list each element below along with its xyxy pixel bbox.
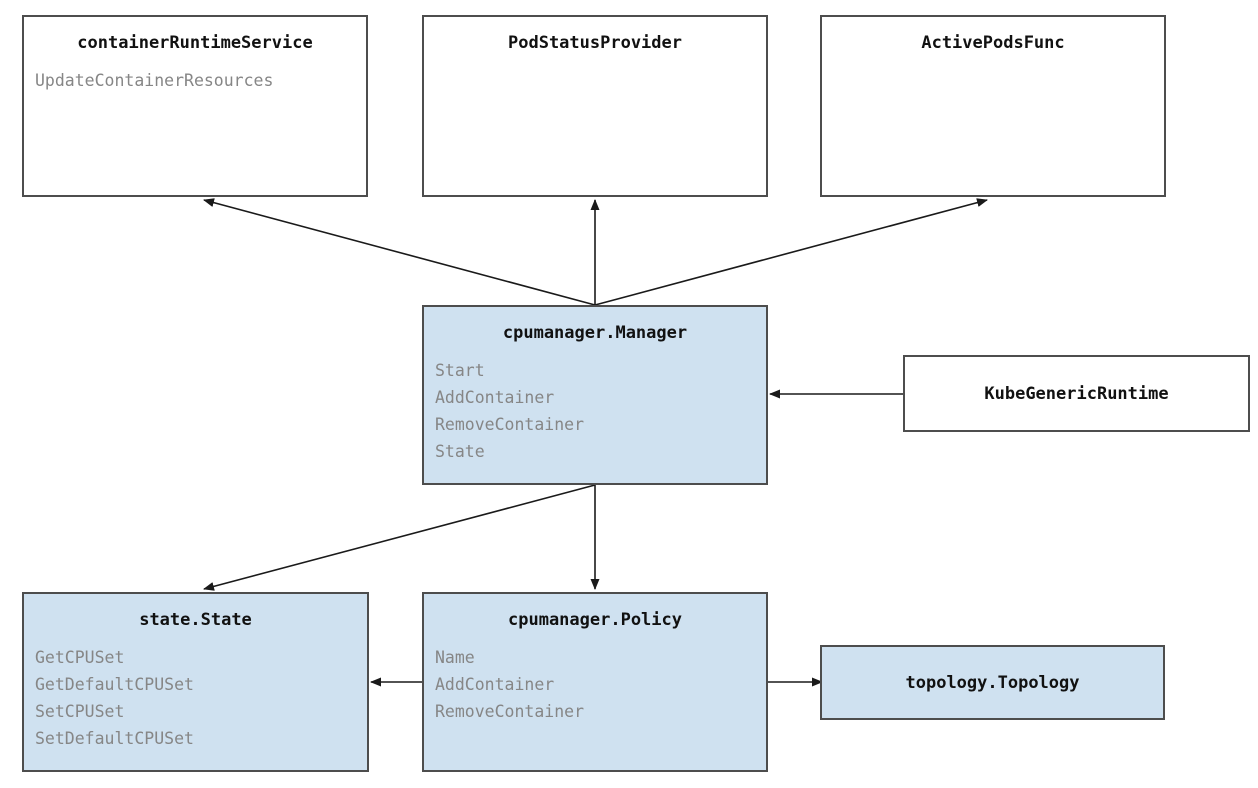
edge-manager-to-stateState — [203, 484, 596, 591]
node-members-state-state: GetCPUSet GetDefaultCPUSet SetCPUSet Set… — [24, 644, 367, 752]
node-title-state-state: state.State — [139, 610, 252, 630]
member-item: Start — [435, 361, 485, 380]
edge-manager-to-activePodsFunc — [594, 198, 988, 306]
node-topology-topology[interactable]: topology.Topology — [820, 645, 1165, 720]
node-title-kube-generic-runtime: KubeGenericRuntime — [984, 383, 1169, 404]
node-title-container-runtime-service: containerRuntimeService — [77, 33, 313, 53]
member-item: State — [435, 442, 485, 461]
node-members-container-runtime-service: UpdateContainerResources — [24, 67, 366, 94]
node-cpumanager-policy[interactable]: cpumanager.Policy Name AddContainer Remo… — [422, 592, 768, 772]
member-item: UpdateContainerResources — [35, 71, 274, 90]
member-item: AddContainer — [435, 675, 555, 694]
node-container-runtime-service[interactable]: containerRuntimeService UpdateContainerR… — [22, 15, 368, 197]
member-item: RemoveContainer — [435, 702, 585, 721]
node-state-state[interactable]: state.State GetCPUSet GetDefaultCPUSet S… — [22, 592, 369, 772]
node-members-cpumanager-manager: Start AddContainer RemoveContainer State — [424, 357, 766, 465]
member-item: SetDefaultCPUSet — [35, 729, 194, 748]
node-active-pods-func[interactable]: ActivePodsFunc — [820, 15, 1166, 197]
node-title-topology-topology: topology.Topology — [905, 672, 1080, 693]
edge-manager-to-containerRuntimeService — [203, 198, 596, 306]
member-item: SetCPUSet — [35, 702, 125, 721]
node-title-pod-status-provider: PodStatusProvider — [508, 33, 682, 53]
node-cpumanager-manager[interactable]: cpumanager.Manager Start AddContainer Re… — [422, 305, 768, 485]
node-title-cpumanager-policy: cpumanager.Policy — [508, 610, 682, 630]
member-item: GetDefaultCPUSet — [35, 675, 194, 694]
node-pod-status-provider[interactable]: PodStatusProvider — [422, 15, 768, 197]
node-title-active-pods-func: ActivePodsFunc — [921, 33, 1065, 53]
node-kube-generic-runtime[interactable]: KubeGenericRuntime — [903, 355, 1250, 432]
member-item: RemoveContainer — [435, 415, 585, 434]
node-title-cpumanager-manager: cpumanager.Manager — [502, 323, 688, 343]
member-item: GetCPUSet — [35, 648, 125, 667]
node-members-cpumanager-policy: Name AddContainer RemoveContainer — [424, 644, 766, 725]
member-item: AddContainer — [435, 388, 555, 407]
member-item: Name — [435, 648, 475, 667]
